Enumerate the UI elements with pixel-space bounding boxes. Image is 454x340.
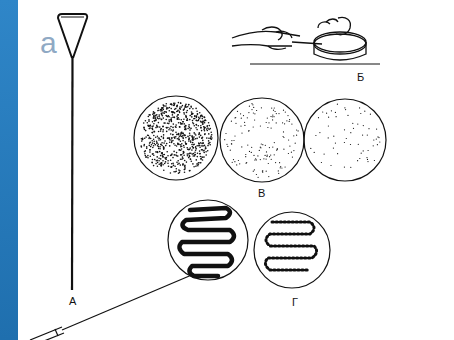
hand-with-dish xyxy=(232,17,380,64)
figure-letter: Г xyxy=(292,297,298,308)
figure-letter: В xyxy=(258,188,265,199)
white-panel xyxy=(18,0,454,340)
petri-dishes xyxy=(134,96,386,182)
streak-plates xyxy=(30,200,330,340)
slide-title-fragment: а xyxy=(40,28,57,58)
figure-letter: А xyxy=(69,296,76,307)
figure-letter: Б xyxy=(357,72,364,83)
inoculation-loop xyxy=(58,14,87,290)
colony-dots xyxy=(140,102,380,178)
